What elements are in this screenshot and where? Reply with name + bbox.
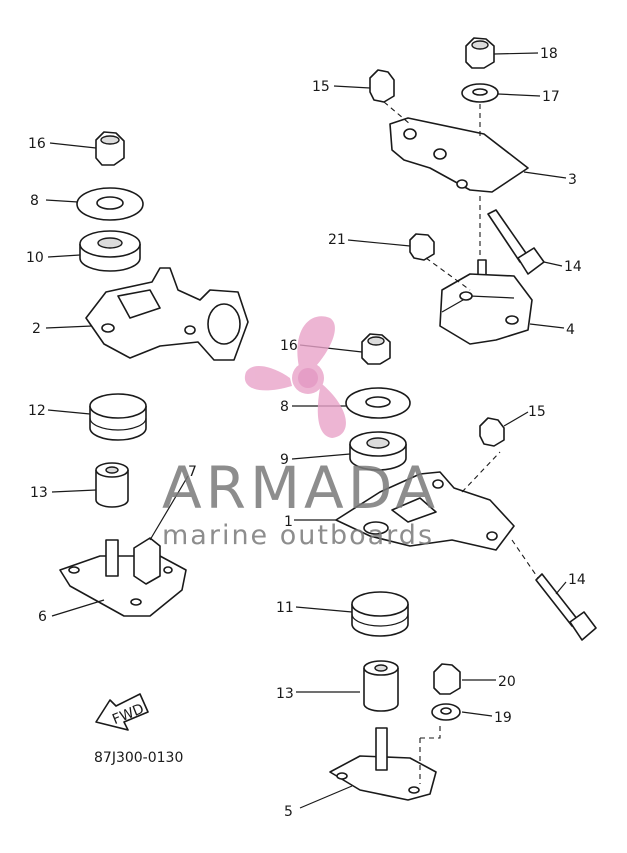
- callout-17: 17: [542, 89, 560, 105]
- part-16-nut-mid: [361, 333, 391, 365]
- callout-11: 11: [276, 600, 294, 616]
- callout-1: 1: [284, 514, 293, 530]
- part-10-rubber-left: [79, 230, 141, 272]
- part-14-bolt-mid: [535, 573, 597, 641]
- fwd-arrow: [95, 693, 149, 731]
- callout-6: 6: [38, 609, 47, 625]
- callout-19: 19: [494, 710, 512, 726]
- callout-12: 12: [28, 403, 46, 419]
- callout-13-left: 13: [30, 485, 48, 501]
- part-7-clip: [133, 537, 161, 585]
- propeller-icon: [244, 316, 346, 438]
- part-15-nut-mid: [479, 417, 505, 447]
- callout-3: 3: [568, 172, 577, 188]
- callout-16-left: 16: [28, 136, 46, 152]
- callout-14-upper: 14: [564, 259, 582, 275]
- callout-13-lower: 13: [276, 686, 294, 702]
- callout-labels: 16 8 10 2 12 13 6 7 15 18 17 3 21 14 4 1…: [26, 46, 586, 820]
- part-8-washer-left: [76, 187, 144, 221]
- part-13-sleeve-left: [95, 462, 129, 508]
- callout-21: 21: [328, 232, 346, 248]
- callout-4: 4: [566, 322, 575, 338]
- part-11-rubber: [351, 591, 409, 637]
- callout-16-mid: 16: [280, 338, 298, 354]
- watermark-brand: ARMADA: [162, 454, 439, 522]
- part-9-rubber: [349, 431, 407, 471]
- leader-lines: [45, 52, 567, 809]
- callout-5: 5: [284, 804, 293, 820]
- callout-10: 10: [26, 250, 44, 266]
- assembly-lines: [383, 101, 539, 784]
- callout-15-mid: 15: [528, 404, 546, 420]
- part-8-washer-mid: [345, 387, 411, 419]
- part-5-base-plate: [329, 727, 437, 801]
- part-6-base-plate: [59, 539, 187, 617]
- callout-15-upper: 15: [312, 79, 330, 95]
- callout-2: 2: [32, 321, 41, 337]
- part-16-nut-left: [95, 131, 125, 166]
- part-15-nut-upper: [369, 69, 395, 103]
- armada-logo-watermark: ARMADA marine outboards: [162, 316, 439, 551]
- part-1-bracket: [335, 471, 515, 551]
- callout-20: 20: [498, 674, 516, 690]
- watermark-tagline: marine outboards: [162, 520, 434, 551]
- part-13-sleeve-lower: [363, 660, 399, 712]
- reference-code: 87J300-0130: [94, 750, 183, 766]
- part-2-bracket-left: [85, 267, 249, 361]
- part-4-mount: [439, 259, 533, 345]
- callout-7: 7: [188, 464, 197, 480]
- callout-9: 9: [280, 452, 289, 468]
- callout-8-left: 8: [30, 193, 39, 209]
- part-14-bolt-upper: [487, 209, 545, 275]
- part-17-washer: [461, 83, 499, 103]
- part-20-nut: [433, 663, 461, 695]
- part-3-bracket: [389, 117, 529, 193]
- callout-18: 18: [540, 46, 558, 62]
- part-21-nut: [409, 233, 435, 261]
- part-18-nut: [465, 37, 495, 69]
- part-19-washer: [431, 703, 461, 721]
- part-12-rubber-left: [89, 393, 147, 441]
- callout-14-mid: 14: [568, 572, 586, 588]
- callout-8-mid: 8: [280, 399, 289, 415]
